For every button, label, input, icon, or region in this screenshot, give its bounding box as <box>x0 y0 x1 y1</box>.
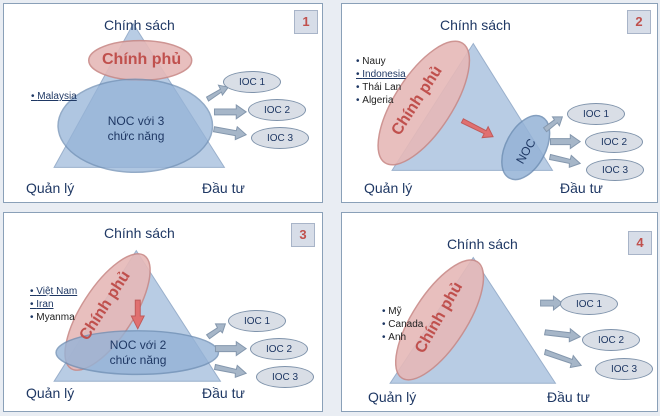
label-investment: Đầu tư <box>560 180 603 196</box>
panel-number: 4 <box>628 231 652 255</box>
ioc-3: IOC 3 <box>251 127 309 149</box>
country-list: Nauy Indonesia Thái Lan Algeria <box>356 55 406 107</box>
accent-arrow-2 <box>460 118 494 139</box>
slide-panel-4: 4 Chính sách Quản lý Đầu tư Chính phủ Mỹ… <box>341 212 658 412</box>
government-label: Chính phủ <box>102 51 182 68</box>
country-link-malaysia[interactable]: Malaysia <box>31 90 76 103</box>
label-policy: Chính sách <box>104 17 175 33</box>
panel-number: 1 <box>294 10 318 34</box>
noc-ellipse-3 <box>55 330 220 376</box>
panel-number: 3 <box>291 223 315 247</box>
label-management: Quản lý <box>26 385 75 401</box>
label-investment: Đầu tư <box>202 385 245 401</box>
country-list: Mỹ Canada Anh <box>382 305 423 344</box>
noc-line-2: chức năng <box>107 129 165 143</box>
noc-line-2: chức năng <box>109 353 167 367</box>
label-management: Quản lý <box>26 180 75 196</box>
country-nauy: Nauy <box>356 55 406 68</box>
ioc-1: IOC 1 <box>228 310 286 332</box>
country-list: Malaysia <box>31 90 76 103</box>
label-investment: Đầu tư <box>547 389 590 405</box>
noc-ellipse-2 <box>501 114 551 181</box>
ioc-1: IOC 1 <box>223 71 281 93</box>
arrow-4a <box>540 295 564 312</box>
country-thailan: Thái Lan <box>356 81 406 94</box>
slide-panel-1: 1 Chính sách Quản lý Đầu tư Chính phủ NO… <box>3 3 323 203</box>
ioc-2: IOC 2 <box>582 329 640 351</box>
ioc-3: IOC 3 <box>256 366 314 388</box>
arrow-4b <box>543 327 582 343</box>
label-policy: Chính sách <box>440 17 511 33</box>
arrow-4c <box>543 348 583 369</box>
ioc-1: IOC 1 <box>560 293 618 315</box>
ioc-2: IOC 2 <box>248 99 306 121</box>
country-my: Mỹ <box>382 305 423 318</box>
accent-arrow-3 <box>130 299 145 330</box>
country-canada: Canada <box>382 318 423 331</box>
arrow-1c <box>212 125 248 141</box>
ioc-1: IOC 1 <box>567 103 625 125</box>
arrow-3a <box>205 323 227 340</box>
ioc-3: IOC 3 <box>586 159 644 181</box>
noc-label: NOC với 2 chức năng <box>96 338 180 368</box>
arrow-2c <box>548 153 582 169</box>
country-link-iran[interactable]: Iran <box>30 298 77 311</box>
arrow-3c <box>213 363 248 379</box>
label-management: Quản lý <box>364 180 413 196</box>
country-link-indonesia[interactable]: Indonesia <box>356 68 405 81</box>
ioc-2: IOC 2 <box>585 131 643 153</box>
label-policy: Chính sách <box>447 236 518 252</box>
country-link-vietnam[interactable]: Việt Nam <box>30 285 77 298</box>
label-investment: Đầu tư <box>202 180 245 196</box>
diagram-3 <box>53 249 248 382</box>
panel-number: 2 <box>627 10 651 34</box>
ioc-3: IOC 3 <box>595 358 653 380</box>
slide-panel-2: 2 Chính sách Quản lý Đầu tư Chính phủ NO… <box>341 3 658 203</box>
diagram-1 <box>53 22 248 174</box>
slide-panel-3: 3 Chính sách Quản lý Đầu tư Chính phủ NO… <box>3 212 323 412</box>
noc-ellipse-1 <box>57 78 214 174</box>
ioc-2: IOC 2 <box>250 338 308 360</box>
arrow-2a <box>542 116 564 133</box>
diagram-4 <box>389 256 583 384</box>
noc-label: NOC với 3 chức năng <box>96 114 176 144</box>
arrow-1a <box>205 84 230 102</box>
country-algeria: Algeria <box>356 94 406 107</box>
label-policy: Chính sách <box>104 225 175 241</box>
country-anh: Anh <box>382 331 423 344</box>
arrow-3b <box>214 340 248 357</box>
country-myanma: Myanma <box>30 311 77 324</box>
arrow-1b <box>213 104 248 120</box>
country-list: Việt Nam Iran Myanma <box>30 285 77 324</box>
noc-line-1: NOC với 3 <box>107 114 165 128</box>
label-management: Quản lý <box>368 389 417 405</box>
arrow-2b <box>549 133 582 150</box>
noc-line-1: NOC với 2 <box>109 338 167 352</box>
